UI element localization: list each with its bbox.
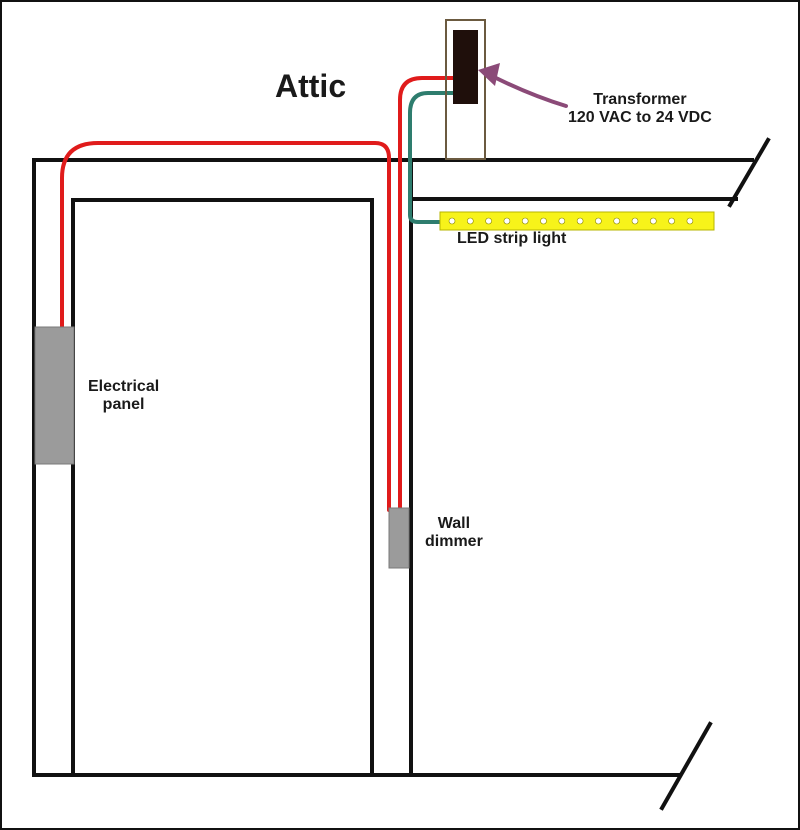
led-strip-label: LED strip light: [457, 230, 567, 247]
transformer-label-line1: Transformer: [593, 91, 687, 108]
wall-dimmer-label: Wall dimmer: [425, 515, 483, 552]
transformer-to-led-wire: [408, 91, 457, 224]
transformer-enclosure: [445, 19, 486, 160]
transformer-body: [453, 30, 478, 104]
led-bulb: [558, 217, 566, 225]
transformer: [445, 19, 486, 160]
led-bulb: [540, 217, 547, 225]
led-bulb: [485, 217, 492, 225]
wall-dimmer: [388, 507, 410, 569]
led-bulb: [649, 217, 657, 225]
wall-dimmer-label-line2: dimmer: [425, 533, 483, 551]
electrical-panel-label-line2: panel: [102, 396, 145, 414]
attic-label: Attic: [275, 68, 347, 104]
led-bulb: [686, 217, 694, 225]
led-bulb: [631, 217, 639, 225]
led-bulb: [576, 217, 584, 225]
wall-dimmer-label-line1: Wall: [437, 515, 471, 532]
transformer-label: Transformer 120 VAC to 24 VDC: [568, 91, 712, 128]
led-bulb: [466, 217, 474, 225]
panel-to-dimmer-wire: [60, 141, 391, 512]
led-bulb: [668, 217, 675, 225]
led-bulbs: [448, 217, 694, 225]
red-wiring: [60, 76, 456, 512]
led-bulb: [503, 217, 511, 225]
led-bulb: [613, 217, 621, 225]
transformer-pointer-arrow: [478, 63, 568, 108]
electrical-panel-label: Electrical panel: [88, 378, 159, 415]
led-strip: [439, 211, 715, 231]
electrical-panel: [34, 326, 75, 465]
dimmer-to-transformer-wire: [398, 76, 456, 512]
led-bulb: [521, 217, 529, 225]
ceiling-break-mark: [727, 137, 771, 208]
led-bulb: [448, 217, 456, 225]
floor-break-mark: [659, 721, 713, 811]
led-bulb: [595, 217, 602, 225]
electrical-panel-label-line1: Electrical: [88, 378, 160, 395]
arrow-head: [478, 63, 500, 86]
house-structure: [32, 137, 771, 811]
transformer-label-line2: 120 VAC to 24 VDC: [568, 109, 712, 127]
